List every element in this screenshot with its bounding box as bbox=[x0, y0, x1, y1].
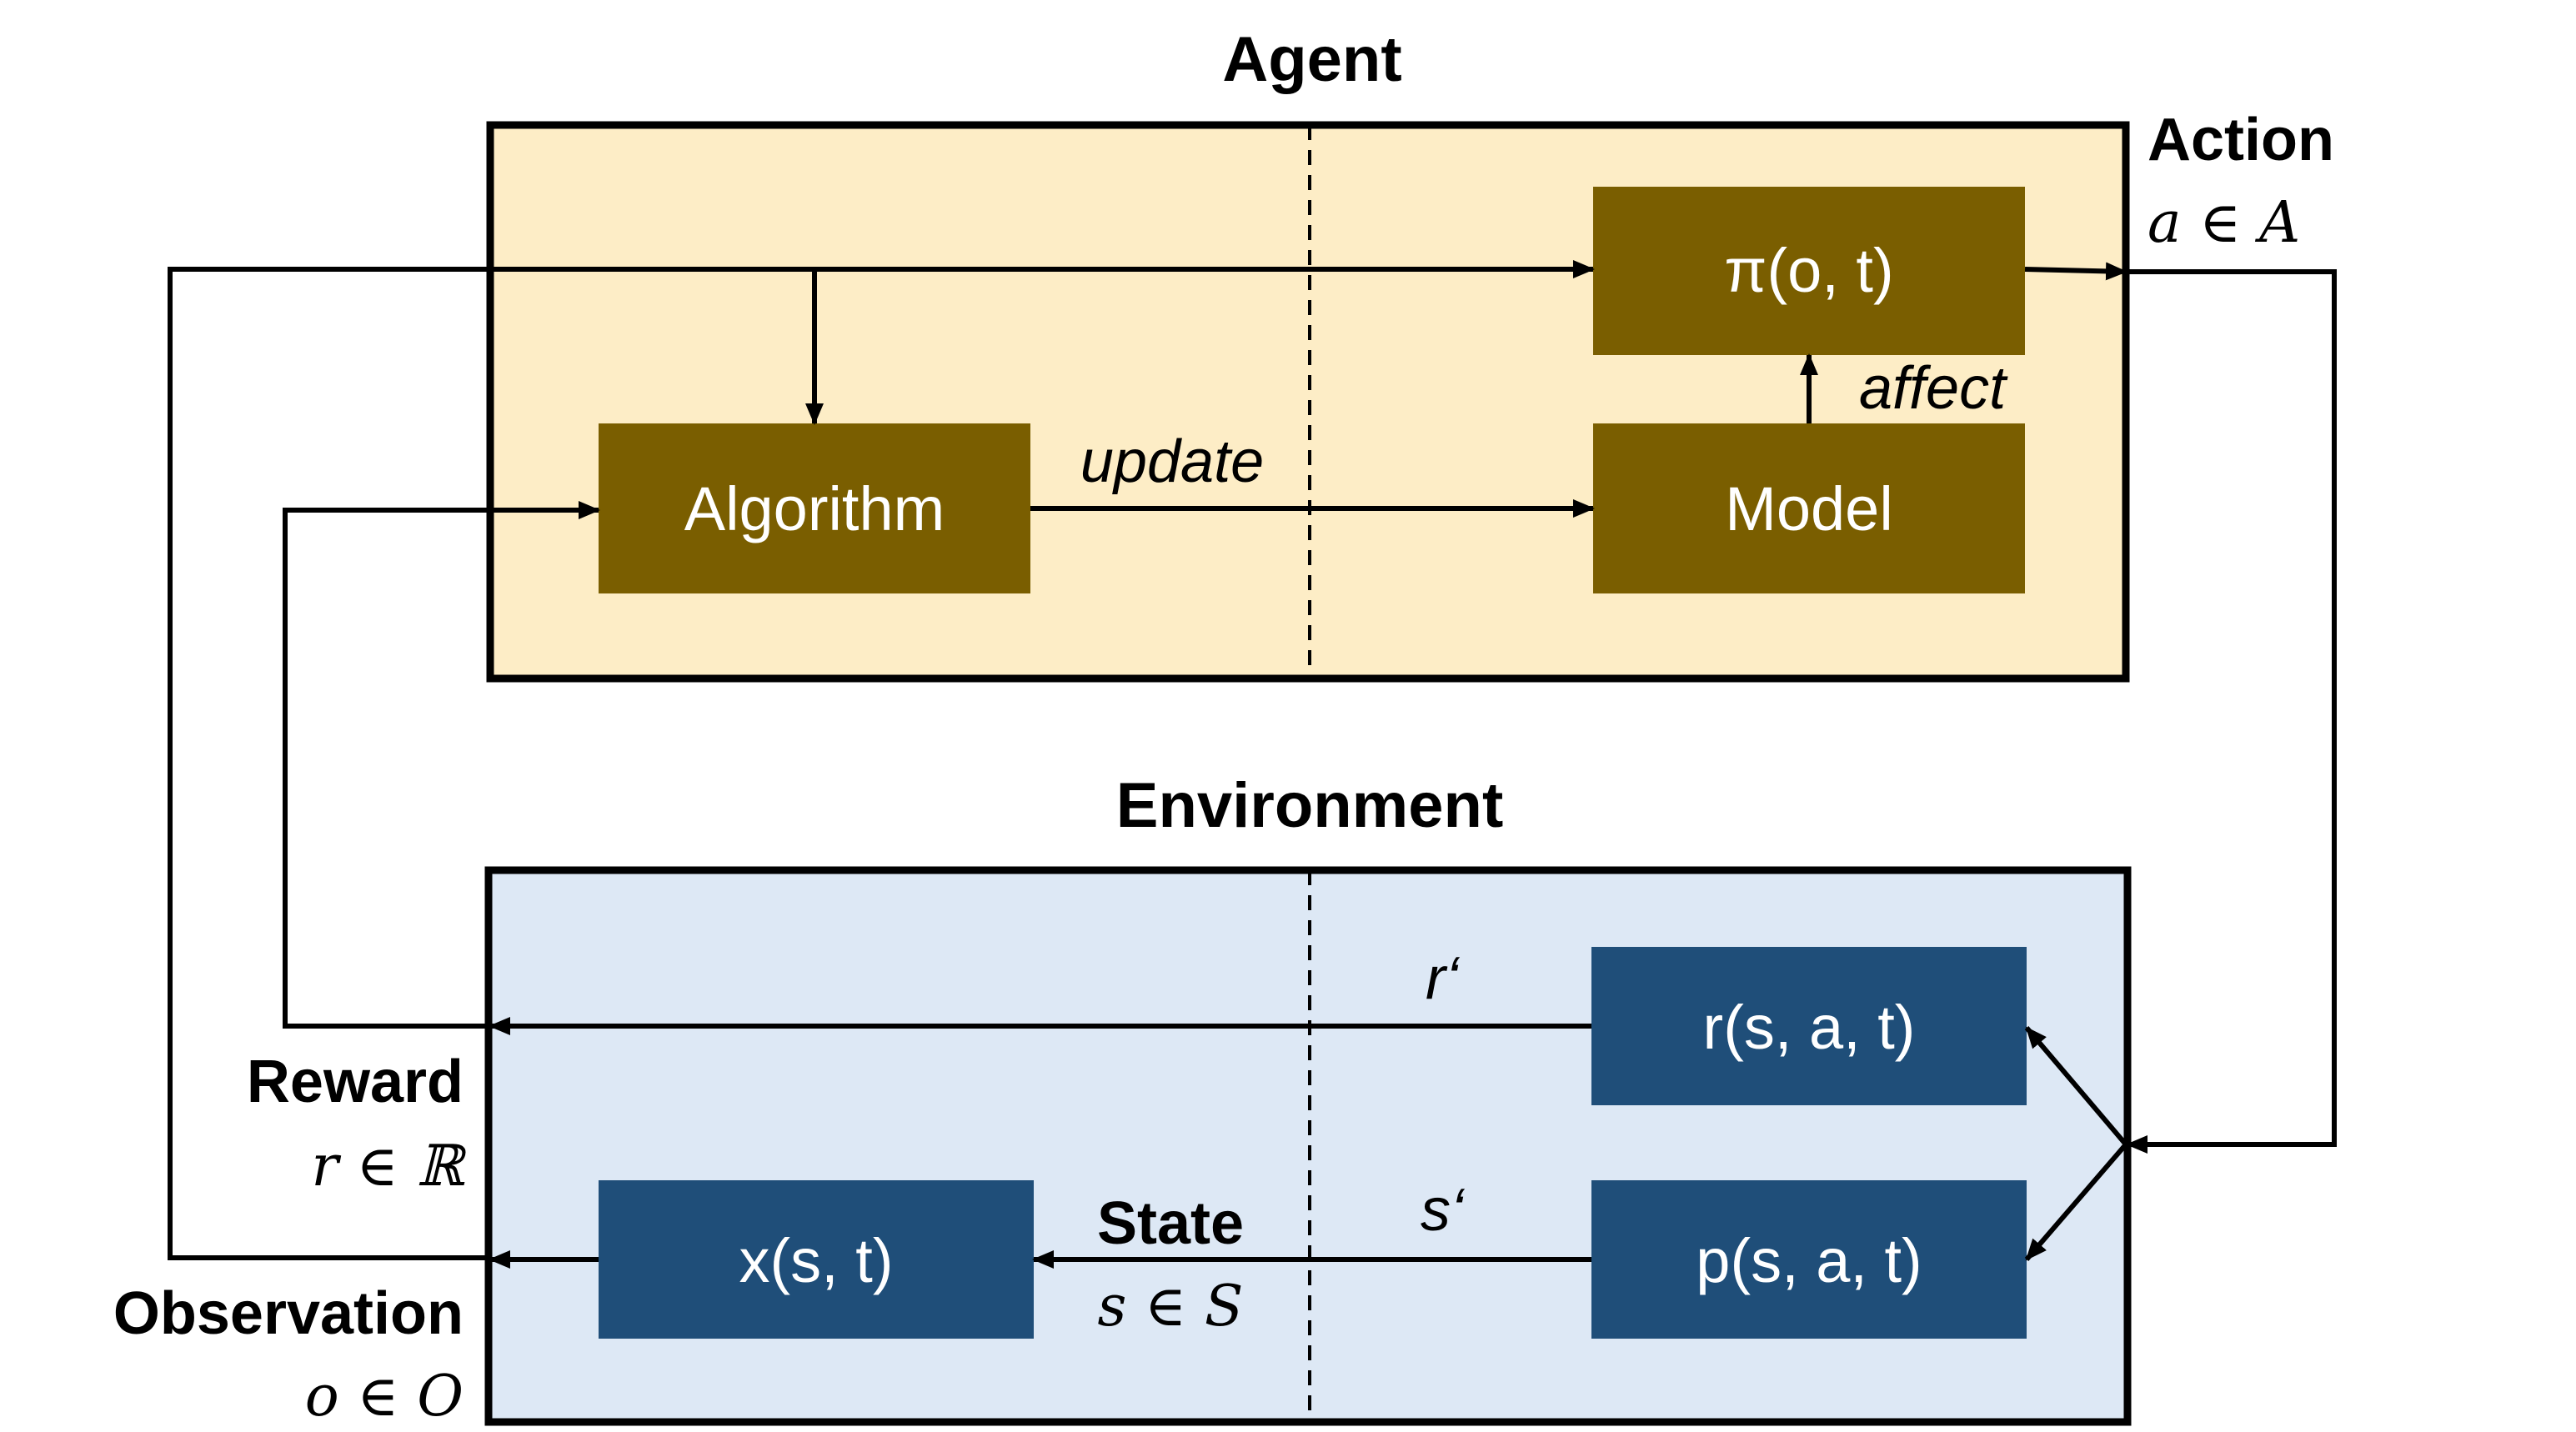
arrow-action-to-transition-fn bbox=[2024, 1143, 2128, 1261]
arrow-action-to-reward-fn bbox=[2024, 1026, 2128, 1146]
agent-title: Agent bbox=[1222, 24, 1401, 95]
observation-label: Observation bbox=[113, 1280, 464, 1347]
algorithm-label: Algorithm bbox=[684, 474, 945, 543]
observation-feedback-loop bbox=[168, 267, 490, 1260]
reward-fn-label: r(s, a, t) bbox=[1703, 993, 1916, 1062]
observation-fn-block bbox=[599, 1180, 1034, 1339]
reward-math: r ∈ ℝ bbox=[311, 1134, 467, 1199]
transition-fn-label: p(s, a, t) bbox=[1696, 1226, 1922, 1295]
algorithm-block bbox=[599, 423, 1030, 593]
transition-fn-block bbox=[1591, 1180, 2027, 1339]
policy-label: π(o, t) bbox=[1724, 236, 1893, 305]
action-math: a ∈ A bbox=[2148, 190, 2300, 256]
state-label: State bbox=[1097, 1190, 1244, 1257]
arrow-policy-to-action bbox=[2024, 262, 2127, 281]
observation-fn-label: x(s, t) bbox=[739, 1226, 894, 1295]
update-label: update bbox=[1080, 428, 1264, 495]
policy-block bbox=[1593, 187, 2025, 355]
r-prime-label: r‘ bbox=[1426, 945, 1461, 1012]
reward-fn-block bbox=[1591, 947, 2027, 1105]
arrow-action-to-environment bbox=[2126, 269, 2337, 1154]
s-prime-label: s‘ bbox=[1421, 1177, 1466, 1244]
model-label: Model bbox=[1725, 474, 1893, 543]
environment-title: Environment bbox=[1116, 770, 1504, 841]
action-label: Action bbox=[2148, 107, 2334, 173]
affect-label: affect bbox=[1859, 355, 2008, 422]
model-block bbox=[1593, 423, 2025, 593]
observation-math: o ∈ O bbox=[305, 1364, 464, 1429]
reward-feedback-loop bbox=[283, 508, 490, 1029]
state-math: s ∈ S bbox=[1097, 1274, 1243, 1339]
reward-label: Reward bbox=[247, 1049, 464, 1115]
